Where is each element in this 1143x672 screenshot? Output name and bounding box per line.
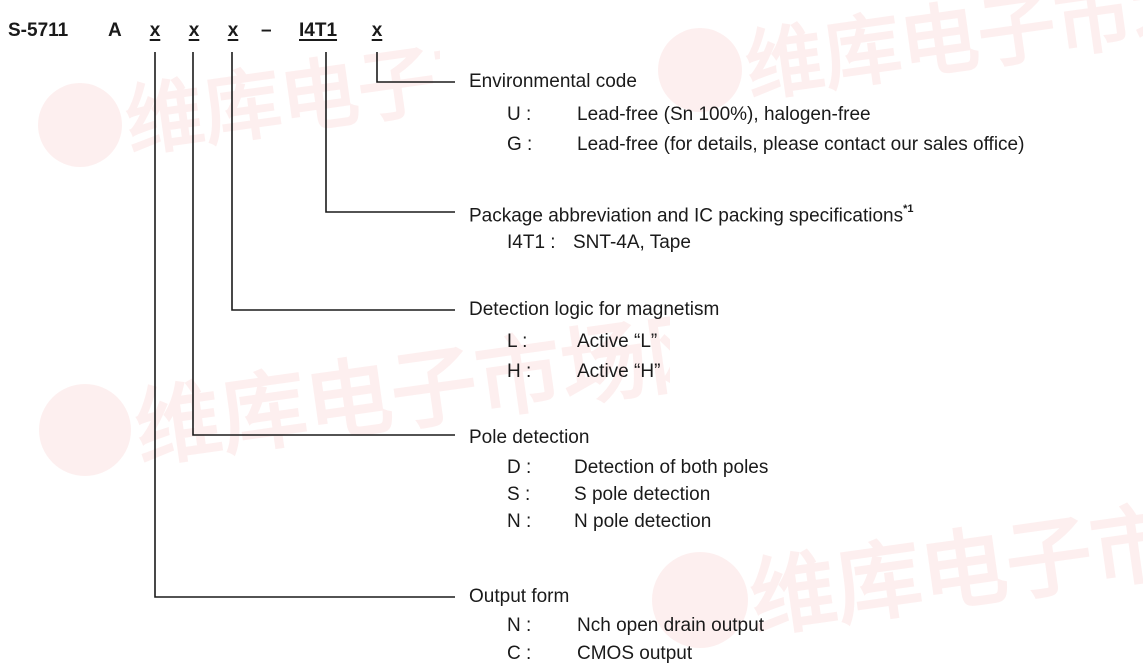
part-field-environmental-code: x (371, 20, 383, 41)
item-desc: Nch open drain output (577, 615, 764, 636)
part-field-detection-logic: x (227, 20, 239, 41)
section-title-pole-detection: Pole detection (469, 427, 590, 448)
connector-package (325, 52, 455, 213)
item-code: I4T1 : (507, 232, 556, 253)
item-code: C : (507, 643, 532, 664)
item-desc: Lead-free (for details, please contact o… (577, 134, 1025, 155)
section-title-detection-logic: Detection logic for magnetism (469, 299, 720, 320)
part-field-series: A (108, 20, 122, 41)
item-desc: S pole detection (574, 484, 711, 505)
section-title-output-form: Output form (469, 586, 570, 607)
item-desc: Lead-free (Sn 100%), halogen-free (577, 104, 871, 125)
section-title-environmental-code: Environmental code (469, 71, 637, 92)
part-field-package: I4T1 (299, 20, 338, 41)
item-code: U : (507, 104, 532, 125)
part-prefix: S-5711 (8, 20, 69, 41)
item-desc: Active “H” (577, 361, 661, 382)
part-separator: – (261, 20, 272, 41)
item-code: D : (507, 457, 532, 478)
item-desc: CMOS output (577, 643, 693, 664)
part-field-pole-detection: x (188, 20, 200, 41)
section-title-text: Package abbreviation and IC packing spec… (469, 205, 904, 227)
item-code: H : (507, 361, 532, 382)
item-desc: SNT-4A, Tape (573, 232, 691, 253)
connector-environmental-code (376, 52, 455, 83)
item-code: L : (507, 331, 528, 352)
item-code: N : (507, 511, 532, 532)
item-code: S : (507, 484, 531, 505)
footnote-marker: *1 (903, 203, 914, 215)
item-desc: N pole detection (574, 511, 712, 532)
item-code: N : (507, 615, 532, 636)
section-title-package: Package abbreviation and IC packing spec… (469, 200, 914, 227)
item-desc: Detection of both poles (574, 457, 769, 478)
connector-detection-logic (231, 52, 455, 311)
part-field-output-form: x (149, 20, 161, 41)
item-desc: Active “L” (577, 331, 658, 352)
item-code: G : (507, 134, 533, 155)
connector-output-form (154, 52, 455, 598)
connector-pole-detection (192, 52, 455, 436)
